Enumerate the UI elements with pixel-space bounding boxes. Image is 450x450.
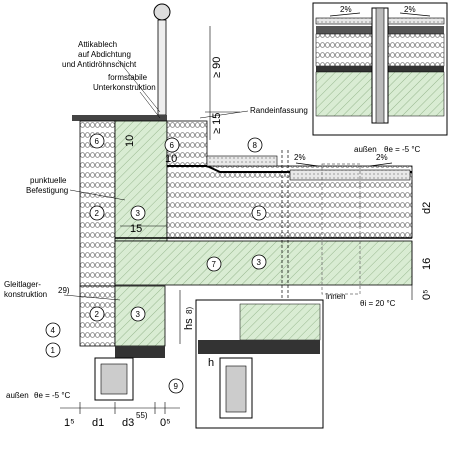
callout-circle-4 (45, 322, 61, 338)
callout-3c: 3 (136, 310, 141, 319)
inset-anchor-rod (375, 7, 385, 124)
leader-punktuelle (69, 189, 126, 201)
callout-circle-2b (89, 306, 105, 322)
callout-6a: 6 (95, 137, 100, 146)
label-theta-e-top: θe = -5 °C (384, 145, 421, 154)
main-section: 2% 2% (72, 3, 413, 401)
label-theta-e-bottom: θe = -5 °C (34, 391, 71, 400)
inset-slope-arrow-left (329, 12, 361, 17)
callout-6b: 6 (170, 141, 175, 150)
inset-bottom (195, 299, 324, 429)
label-attika-1: Attikablech (78, 40, 117, 49)
dim-05-right: 0⁵ (421, 289, 433, 300)
dim-1-5: 1⁵ (64, 417, 75, 429)
label-attika-2: auf Abdichtung (78, 50, 131, 59)
railing-post-head (153, 3, 171, 21)
callout-8: 8 (253, 141, 258, 150)
lintel-bearing (115, 346, 165, 358)
dim-10-top: 10 (124, 135, 136, 147)
callout-1: 1 (51, 346, 56, 355)
detail-reference-frame (321, 163, 361, 295)
label-innen: innen (326, 292, 346, 301)
callout-circle-3a (130, 205, 146, 221)
dim-16: 16 (421, 258, 433, 270)
label-gleitlager-2: konstruktion (4, 290, 47, 299)
dim-h: h (208, 357, 214, 369)
callout-3b: 3 (257, 258, 262, 267)
label-formstabile-2: Unterkonstruktion (93, 83, 156, 92)
roof-paving-left (206, 155, 278, 167)
callout-5: 5 (257, 209, 262, 218)
attika-coping (72, 115, 167, 121)
callout-circle-7 (206, 256, 222, 272)
inset-bottom-bearing (198, 340, 320, 354)
inset-bottom-slab (239, 303, 321, 341)
callouts: 1 2 2 3 3 3 4 5 6 6 7 8 9 (45, 133, 267, 394)
dim-0-5: 0⁵ (160, 417, 171, 429)
callout-circle-1 (45, 342, 61, 358)
label-formstabile-1: formstabile (108, 73, 148, 82)
dim-ge15: ≥ 15 (211, 113, 223, 134)
slope-label-d: 2% (376, 153, 388, 162)
dim-10-mid: 10 (165, 153, 177, 165)
callout-2a: 2 (95, 209, 100, 218)
dim-d3: d3 (122, 417, 134, 429)
label-aussen-bottom: außen (6, 391, 29, 400)
callout-7: 7 (212, 260, 217, 269)
label-gleitlager-sup: 29) (58, 286, 70, 295)
leader-attika (117, 59, 161, 113)
slope-label-b: 2% (404, 5, 416, 14)
inset-slope-arrow-right (399, 12, 431, 17)
callout-circle-9 (168, 378, 184, 394)
callout-circle-3c (130, 306, 146, 322)
dim-hs: hs (183, 318, 195, 330)
dim-hs-sup: 8) (185, 307, 194, 314)
callout-circle-6a (89, 133, 105, 149)
dim-d3-sup: 55) (136, 411, 148, 420)
leader-gleitlager (63, 294, 121, 301)
callout-circle-6b (164, 137, 180, 153)
roof-paving-right (289, 169, 411, 181)
slope-arrow-d (369, 162, 393, 167)
label-aussen-top: außen (354, 145, 377, 154)
label-randeinfassung: Randeinfassung (250, 106, 308, 115)
callout-circle-8 (247, 137, 263, 153)
label-gleitlager-1: Gleitlager- (4, 280, 41, 289)
dim-ge90: ≥ 90 (211, 57, 223, 78)
callout-circle-3b (251, 254, 267, 270)
callout-9: 9 (174, 382, 179, 391)
dim-d1: d1 (92, 417, 104, 429)
callout-2b: 2 (95, 310, 100, 319)
callout-4: 4 (51, 326, 56, 335)
slope-arrow-c (295, 162, 319, 167)
dimension-lines (60, 26, 413, 414)
callout-circle-5 (251, 205, 267, 221)
leader-lines (63, 59, 249, 301)
callout-circle-2a (89, 205, 105, 221)
leader-randeinfassung (199, 110, 249, 119)
label-attika-3: und Antidröhnschicht (62, 60, 137, 69)
leader-formstabile (139, 91, 161, 119)
railing-post (157, 19, 167, 116)
label-punktuelle-1: punktuelle (30, 176, 67, 185)
window-glazing (100, 363, 128, 395)
dim-d2: d2 (421, 202, 433, 214)
parapet-concrete (114, 120, 168, 242)
dim-15: 15 (130, 223, 142, 235)
label-punktuelle-2: Befestigung (26, 186, 68, 195)
callout-3a: 3 (136, 209, 141, 218)
slope-label-a: 2% (340, 5, 352, 14)
inset-top-right: 2% 2% (312, 2, 448, 136)
label-theta-i: θi = 20 °C (360, 299, 396, 308)
inset-window-glazing (225, 365, 247, 413)
slope-label-c: 2% (294, 153, 306, 162)
